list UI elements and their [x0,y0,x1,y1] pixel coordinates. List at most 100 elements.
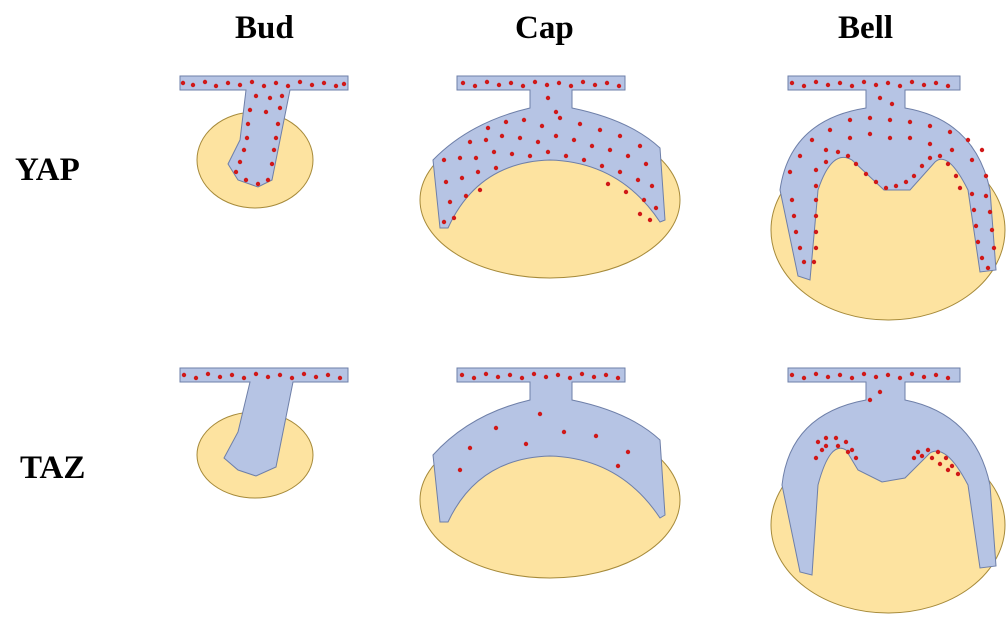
expression-dot [930,456,934,460]
expression-dot [874,83,878,87]
expression-dot [826,375,830,379]
expression-dot [509,81,513,85]
expression-dot [448,200,452,204]
expression-dot [244,178,248,182]
expression-dot [444,180,448,184]
expression-dot [274,136,278,140]
expression-dot [310,83,314,87]
expression-dot [218,375,222,379]
expression-dot [854,162,858,166]
expression-dot [926,448,930,452]
expression-dot [278,373,282,377]
expression-dot [928,124,932,128]
expression-dot [557,81,561,85]
expression-dot [814,456,818,460]
expression-dot [626,450,630,454]
expression-dot [492,150,496,154]
expression-dot [644,162,648,166]
expression-dot [884,186,888,190]
yap-bell-stage [771,76,1005,320]
expression-dot [226,81,230,85]
expression-dot [474,156,478,160]
expression-dot [245,136,249,140]
expression-dot [984,194,988,198]
expression-dot [191,83,195,87]
expression-dot [484,138,488,142]
expression-dot [654,206,658,210]
expression-dot [264,110,268,114]
expression-dot [521,84,525,88]
expression-dot [836,444,840,448]
expression-dot [912,174,916,178]
expression-dot [828,128,832,132]
expression-dot [334,84,338,88]
expression-dot [270,162,274,166]
expression-dot [532,372,536,376]
expression-dot [473,84,477,88]
expression-dot [238,83,242,87]
expression-dot [972,208,976,212]
expression-dot [452,216,456,220]
expression-dot [988,210,992,214]
expression-dot [594,434,598,438]
expression-dot [522,118,526,122]
expression-dot [888,136,892,140]
expression-dot [524,442,528,446]
taz-cap-stage [420,368,680,578]
expression-dot [545,83,549,87]
expression-dot [846,450,850,454]
expression-dot [618,170,622,174]
expression-dot [814,184,818,188]
expression-dot [593,83,597,87]
expression-dot [816,440,820,444]
expression-dot [460,373,464,377]
expression-dot [564,154,568,158]
expression-dot [486,126,490,130]
expression-dot [194,376,198,380]
expression-dot [850,84,854,88]
expression-dot [846,154,850,158]
expression-dot [618,134,622,138]
expression-dot [814,168,818,172]
expression-dot [485,80,489,84]
expression-dot [276,122,280,126]
expression-dot [878,96,882,100]
expression-dot [946,468,950,472]
expression-dot [814,372,818,376]
expression-dot [894,184,898,188]
expression-dot [648,218,652,222]
expression-dot [554,110,558,114]
expression-dot [908,120,912,124]
expression-dot [254,94,258,98]
expression-dot [230,373,234,377]
expression-dot [278,106,282,110]
expression-dot [468,140,472,144]
expression-dot [938,154,942,158]
expression-dot [546,96,550,100]
expression-dot [626,154,630,158]
expression-dot [242,376,246,380]
expression-dot [558,116,562,120]
yap-cap-stage [420,76,680,278]
expression-dot [338,376,342,380]
expression-dot [598,128,602,132]
taz-bud-stage [180,368,348,498]
expression-dot [458,468,462,472]
expression-dot [922,375,926,379]
expression-dot [274,81,278,85]
expression-dot [946,84,950,88]
expression-dot [820,448,824,452]
expression-dot [888,118,892,122]
expression-dot [974,224,978,228]
expression-dot [181,81,185,85]
expression-dot [182,373,186,377]
expression-dot [898,376,902,380]
expression-dot [268,96,272,100]
expression-dot [824,436,828,440]
expression-dot [826,83,830,87]
expression-dot [538,412,542,416]
expression-dot [569,84,573,88]
expression-dot [802,260,806,264]
